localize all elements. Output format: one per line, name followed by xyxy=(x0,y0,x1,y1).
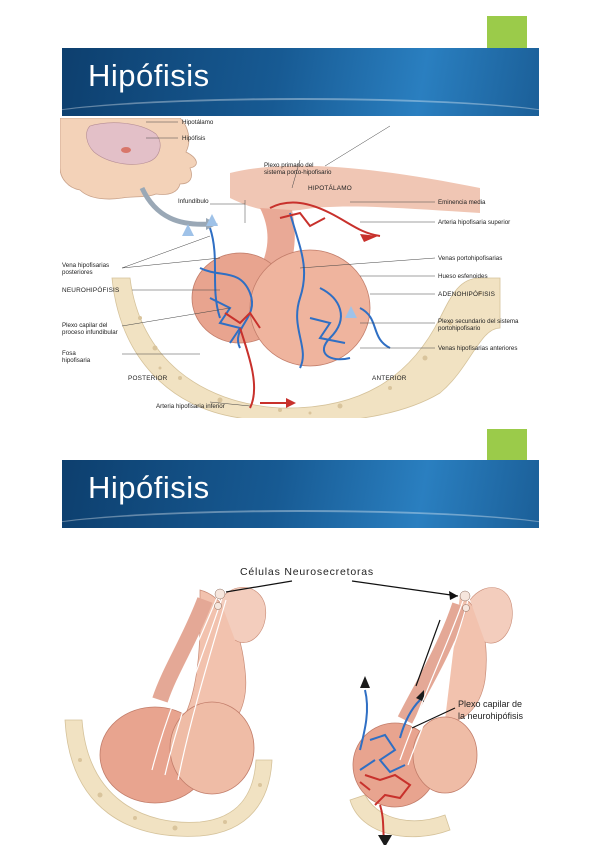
label-posterior: POSTERIOR xyxy=(128,375,168,382)
bone-texture xyxy=(138,291,482,415)
axons-right xyxy=(399,597,469,766)
label-anterior: ANTERIOR xyxy=(372,375,407,382)
sphenoid-bone xyxy=(111,277,501,418)
leader-lines xyxy=(121,121,436,407)
anterior-lobe-left xyxy=(169,701,255,795)
artery-arrow xyxy=(360,234,378,242)
flow-arrows-right xyxy=(360,676,424,845)
label-plexo-secundario-1: Plexo secundario del sistema xyxy=(438,318,519,325)
anterior-lobe-right xyxy=(412,716,478,794)
label-adenohipofisis: ADENOHIPÓFISIS xyxy=(438,291,496,298)
slide-2: Hipófisis xyxy=(0,425,599,845)
veins xyxy=(199,212,391,369)
label-venas-anteriores: Venas hipofisarias anteriores xyxy=(438,345,518,352)
pituitary-anatomy-diagram: Hipotálamo Hipófisis Plexo primario del … xyxy=(60,118,540,418)
anterior-lobe xyxy=(249,249,371,367)
veins-right xyxy=(359,689,421,774)
neurosecretory-diagram: Células Neurosecretoras Plexo capilar de… xyxy=(60,560,540,845)
label-plexo-primario-2: sistema porto-hipofisario xyxy=(264,169,332,176)
chiasm-left xyxy=(219,586,267,643)
label-hueso: Hueso esfenoides xyxy=(438,273,488,280)
label-eminencia-media: Eminencia media xyxy=(438,199,486,206)
hypothalamus-tissue xyxy=(230,165,480,213)
label-plexo-primario: Plexo primario del xyxy=(264,162,314,169)
slide-title: Hipófisis xyxy=(88,470,210,505)
infundibulum-stalk xyxy=(260,208,295,268)
bone-fossa-left xyxy=(64,719,273,837)
neuron-bodies-left xyxy=(214,588,226,610)
arteries xyxy=(224,201,381,409)
stalk-left xyxy=(152,597,213,703)
label-celulas-neurosecretoras: Células Neurosecretoras xyxy=(240,566,374,578)
title-band: Hipófisis xyxy=(62,48,539,116)
axons-left xyxy=(151,594,227,781)
diagram-illustration xyxy=(64,580,513,845)
stalk-right xyxy=(397,602,468,724)
label-plexo-capilar-2: la neurohipófisis xyxy=(458,711,524,721)
label-arteria-superior: Arteria hipofisaria superior xyxy=(438,219,511,226)
label-pointers xyxy=(225,580,459,729)
label-plexo-capilar-1: Plexo capilar de xyxy=(458,699,523,709)
diagram-illustration xyxy=(60,118,501,418)
label-vena-posterior-2: posteriores xyxy=(62,269,93,276)
label-plexo-capilar-2: proceso infundibular xyxy=(62,329,118,336)
slide-1: Hipófisis xyxy=(0,0,599,420)
small-pituitary xyxy=(121,147,131,153)
artery-arrow-inferior xyxy=(286,398,296,408)
label-infundibulo: Infundíbulo xyxy=(178,198,209,205)
neuron-bodies-right xyxy=(459,590,471,612)
zoom-arrow xyxy=(139,186,211,227)
label-venas-porto: Venas portohipofisarias xyxy=(438,255,503,262)
vein-arrows xyxy=(182,214,357,318)
label-vena-posterior-1: Vena hipofisarias xyxy=(62,262,110,269)
title-band: Hipófisis xyxy=(62,460,539,528)
bone-texture-left xyxy=(78,758,262,831)
label-plexo-capilar-1: Plexo capilar del xyxy=(62,322,108,329)
label-arteria-inferior: Arteria hipofisaria inferior xyxy=(156,403,225,410)
label-hipotalamo: HIPOTÁLAMO xyxy=(308,185,352,192)
label-hipofisis-small: Hipófisis xyxy=(182,135,206,142)
label-hipotalamo-small: Hipotálamo xyxy=(182,119,214,126)
slide-title: Hipófisis xyxy=(88,58,210,93)
brain-sketch xyxy=(86,122,161,165)
label-neurohipofisis: NEUROHIPÓFISIS xyxy=(62,287,120,294)
pointer-head xyxy=(449,591,458,600)
label-fosa-2: hipofisaria xyxy=(62,357,91,364)
label-plexo-secundario-2: portohipofisario xyxy=(438,325,481,332)
chiasm-right xyxy=(469,587,513,644)
label-fosa-1: Fosa xyxy=(62,350,76,357)
